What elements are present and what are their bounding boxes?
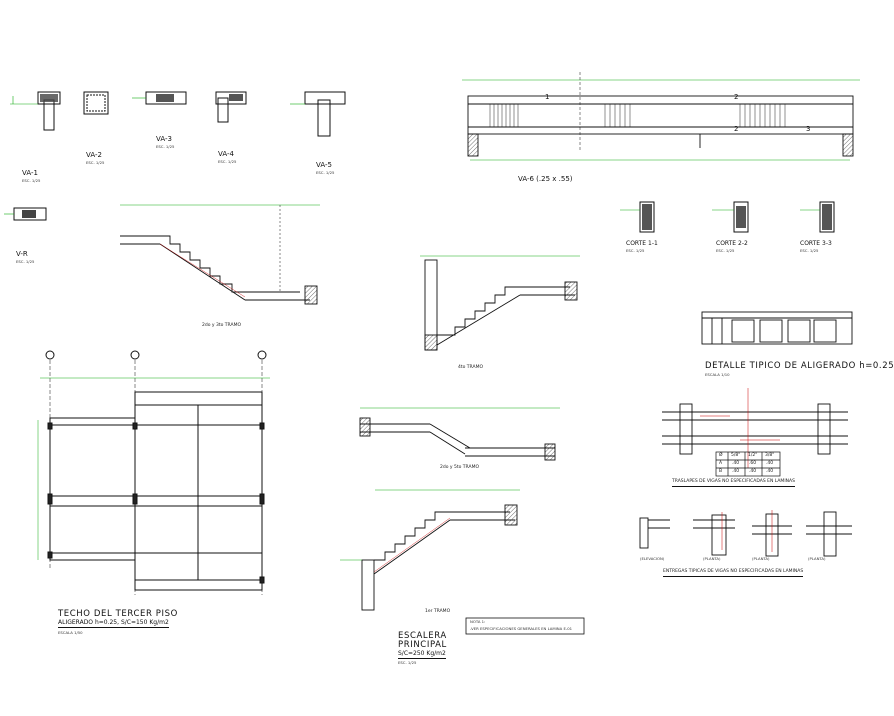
entrega-label-4: (PLANTA) [808,556,826,561]
corte-3-scale: ESC. 1/25 [800,248,819,253]
va4-title: VA-4 [218,150,234,158]
floor-plan [37,350,270,595]
note-box [465,617,585,635]
entrega-label-1: (ELEVACION) [640,556,665,561]
stair-4to-title: 4to TRAMO [458,365,484,370]
entregas-details [639,510,852,557]
traslapes-title: TRASLAPES DE VIGAS NO ESPECIFICADAS EN L… [672,479,795,487]
beam-section-va2 [83,91,109,115]
va6-title: VA-6 (.25 x .55) [518,175,573,183]
beam-elevation-va6 [462,72,860,161]
note-text: -VER ESPECIFICACIONES GENERALES EN LAMIN… [470,626,573,631]
table-r1-c3: .40 [766,469,774,474]
beam-section-va1 [10,91,61,131]
stair-2do-5to-title: 2do y 5to TRAMO [440,465,480,470]
stair-1er-title: 1er TRAMO [425,609,451,614]
va2-title: VA-2 [86,151,102,159]
va1-scale: ESC. 1/25 [22,178,41,183]
va1-title: VA-1 [22,169,38,177]
va6-axis-1: 1 [545,93,550,101]
va6-axis-2: 2 [734,93,739,101]
escalera-title: ESCALERA [398,631,447,641]
escalera-subtitle: PRINCIPAL [398,640,447,650]
stair-section-2do-5to [359,407,560,461]
stair-section-1er [340,489,520,611]
plan-scale: ESCALA 1/50 [58,630,83,635]
va3-scale: ESC. 1/25 [156,144,175,149]
stair-section-2do-3to [120,204,320,305]
beam-section-va4 [215,91,247,123]
table-h2: 1/2" [748,453,758,458]
beam-section-vr [4,207,47,221]
va3-title: VA-3 [156,135,172,143]
va6-axis-2b: 2 [734,125,739,133]
stirrups-va6 [489,104,786,127]
table-r0-c2: .60 [749,461,757,466]
table-r1-c2: .40 [749,469,757,474]
table-r1-c0: B [719,469,723,474]
stair-section-4to [420,255,580,351]
plan-title: TECHO DEL TERCER PISO [58,609,178,619]
va2-scale: ESC. 1/25 [86,160,105,165]
drawing-sheet [4,72,860,635]
table-r0-c1: .40 [732,461,740,466]
plan-subtitle: ALIGERADO h=0.25, S/C=150 Kg/m2 [58,619,169,628]
corte-1-title: CORTE 1-1 [626,240,658,247]
aligerado-title: DETALLE TIPICO DE ALIGERADO h=0.25 [705,361,894,371]
corte-3-title: CORTE 3-3 [800,240,832,247]
traslapes-detail [662,388,848,468]
corte-sections [620,201,835,233]
va5-scale: ESC. 1/25 [316,170,335,175]
stair-2do-3to-title: 2do y 3to TRAMO [202,323,242,328]
va4-scale: ESC. 1/25 [218,159,237,164]
escalera-sc: S/C=250 Kg/m2 [398,650,446,659]
escalera-scale: ESC. 1/25 [398,660,417,665]
vr-title: V-R [16,250,28,258]
aligerado-scale: ESCALA 1/10 [705,372,730,377]
corte-1-scale: ESC. 1/25 [626,248,645,253]
entrega-label-3: (PLANTA) [752,556,770,561]
corte-2-title: CORTE 2-2 [716,240,748,247]
vr-scale: ESC. 1/25 [16,259,35,264]
table-r0-c0: A [719,461,723,466]
table-r0-c3: .40 [766,461,774,466]
table-h3: 3/8" [765,453,775,458]
table-r1-c1: .40 [732,469,740,474]
note-title: NOTA 1: [470,619,486,624]
entregas-title: ENTREGAS TIPICAS DE VIGAS NO ESPECIFICAD… [663,569,804,577]
beam-section-va5 [290,91,346,137]
entrega-label-2: (PLANTA) [703,556,721,561]
va5-title: VA-5 [316,161,332,169]
table-h1: 5/8" [731,453,741,458]
beam-section-va3 [132,91,187,105]
traslapes-table [715,451,781,477]
aligerado-detail [701,311,853,345]
corte-2-scale: ESC. 1/25 [716,248,735,253]
va6-axis-3: 3 [806,125,811,133]
table-h0: Ø [719,453,723,458]
